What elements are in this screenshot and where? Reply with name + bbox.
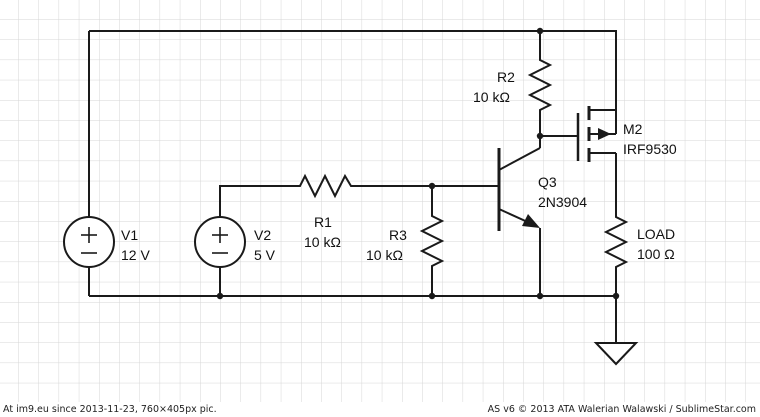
junctions bbox=[216, 27, 620, 300]
r1-value: 10 kΩ bbox=[304, 234, 341, 250]
junction-dot bbox=[612, 292, 620, 300]
junction-dot bbox=[216, 292, 224, 300]
component-labels: V1 12 V V2 5 V R1 10 kΩ R2 10 kΩ R3 10 k… bbox=[121, 69, 677, 263]
v1-value: 12 V bbox=[121, 247, 150, 263]
r3-resistor bbox=[419, 210, 445, 272]
ground-symbol bbox=[593, 342, 639, 366]
grid-background bbox=[0, 0, 760, 402]
m2-name: M2 bbox=[623, 121, 643, 137]
v2-source bbox=[194, 216, 246, 268]
r1-name: R1 bbox=[314, 214, 332, 230]
v1-source bbox=[63, 216, 115, 268]
wires bbox=[88, 30, 617, 343]
q3-value: 2N3904 bbox=[538, 194, 587, 210]
v1-name: V1 bbox=[121, 227, 138, 243]
r2-value: 10 kΩ bbox=[473, 89, 510, 105]
junction-dot bbox=[536, 292, 544, 300]
v2-value: 5 V bbox=[254, 247, 276, 263]
load-name: LOAD bbox=[637, 226, 675, 242]
q3-transistor bbox=[497, 147, 541, 231]
m2-value: IRF9530 bbox=[623, 141, 677, 157]
load-value: 100 Ω bbox=[637, 246, 675, 262]
r2-resistor bbox=[527, 54, 553, 116]
load-resistor bbox=[603, 211, 629, 272]
r3-name: R3 bbox=[389, 227, 407, 243]
footer-right-text: AS v6 © 2013 ATA Walerian Walawski / Sub… bbox=[487, 404, 756, 415]
r2-name: R2 bbox=[497, 69, 515, 85]
r3-value: 10 kΩ bbox=[366, 247, 403, 263]
q3-name: Q3 bbox=[538, 174, 557, 190]
footer-left-text: At im9.eu since 2013-11-23, 760×405px pi… bbox=[3, 404, 217, 415]
junction-dot bbox=[536, 132, 544, 140]
junction-dot bbox=[428, 292, 436, 300]
v2-name: V2 bbox=[254, 227, 271, 243]
junction-dot bbox=[428, 182, 436, 190]
m2-mosfet bbox=[576, 106, 617, 162]
wire-top-rail bbox=[89, 30, 617, 110]
junction-dot bbox=[536, 27, 544, 35]
r1-resistor bbox=[294, 173, 356, 199]
wire-v2-top bbox=[219, 185, 294, 217]
